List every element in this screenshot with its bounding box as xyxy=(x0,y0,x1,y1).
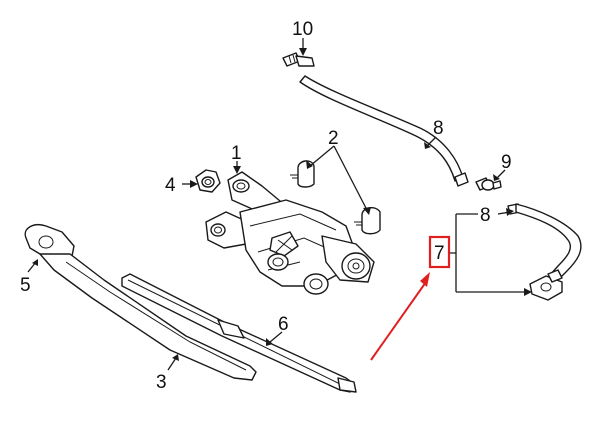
callout-7: 7 xyxy=(434,243,445,264)
part-8-upper-hose xyxy=(299,75,469,187)
part-8-lower-hose xyxy=(507,203,582,281)
callout-8-upper: 8 xyxy=(433,118,444,139)
part-6-wiper-blade xyxy=(121,273,357,393)
leader-lines xyxy=(27,38,532,371)
callout-8-lower: 8 xyxy=(480,205,491,226)
callout-10: 10 xyxy=(292,19,313,40)
callout-5: 5 xyxy=(20,275,31,296)
callout-2: 2 xyxy=(328,128,339,149)
callout-6: 6 xyxy=(278,314,289,335)
highlight-arrow xyxy=(370,281,427,361)
highlight-arrowhead xyxy=(420,272,430,287)
callout-labels: 10 8 2 1 9 4 8 7 5 6 3 xyxy=(20,19,512,393)
part-7-nozzle xyxy=(529,269,563,301)
callout-9: 9 xyxy=(501,152,512,173)
callout-3: 3 xyxy=(156,372,167,393)
part-5-wiper-arm xyxy=(24,224,257,381)
callout-4: 4 xyxy=(165,175,176,196)
highlight-box xyxy=(428,235,451,269)
part-10-connector xyxy=(282,52,315,67)
callout-1: 1 xyxy=(231,143,242,164)
part-9-valve xyxy=(475,177,502,191)
part-4-grommet xyxy=(195,169,221,193)
part-1-wiper-motor xyxy=(205,171,375,295)
highlight-part-7 xyxy=(370,235,451,361)
